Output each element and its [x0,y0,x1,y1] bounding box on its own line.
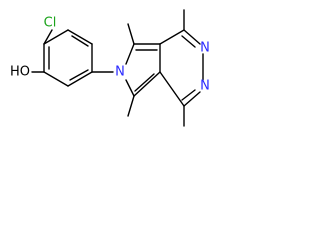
bond-c7a-c7 [159,29,185,45]
pyrrole-nitrogen-label: N [115,65,125,80]
benzene-ring [43,29,93,87]
bond-c7-n6-inner [181,35,196,48]
pyridazine-nitrogen-top-label: N [200,41,210,56]
pyridazine-ring [159,29,204,107]
bond-c7-n6 [183,29,201,45]
bond-n5-c4-inner [181,89,196,101]
methyl-c1 [127,23,135,45]
bond-c5-c6 [43,71,69,87]
bond-c1-c2 [43,29,69,45]
methyl-c3 [127,95,135,117]
bond-c3a-c3 [133,71,161,97]
chemical-structure-diagram: Cl HO N N N [10,9,210,127]
bond-c4-c5-inner [69,69,89,81]
chlorine-label: Cl [44,16,57,31]
bond-c4-c5 [67,71,93,87]
pyridazine-nitrogen-bottom-label: N [200,79,210,94]
bond-c4-c3a [159,71,185,107]
bond-n5-c4 [183,91,201,107]
bond-to-chlorine [43,29,53,45]
bond-n-c1 [125,43,135,65]
bond-c2-c3 [67,29,93,45]
bond-c3-n [125,79,135,97]
bond-c3a-c3-inner [134,73,155,92]
bond-c2-c3-inner [71,35,89,47]
hydroxyl-label: HO [10,65,30,80]
pyrrole-ring [125,43,161,97]
